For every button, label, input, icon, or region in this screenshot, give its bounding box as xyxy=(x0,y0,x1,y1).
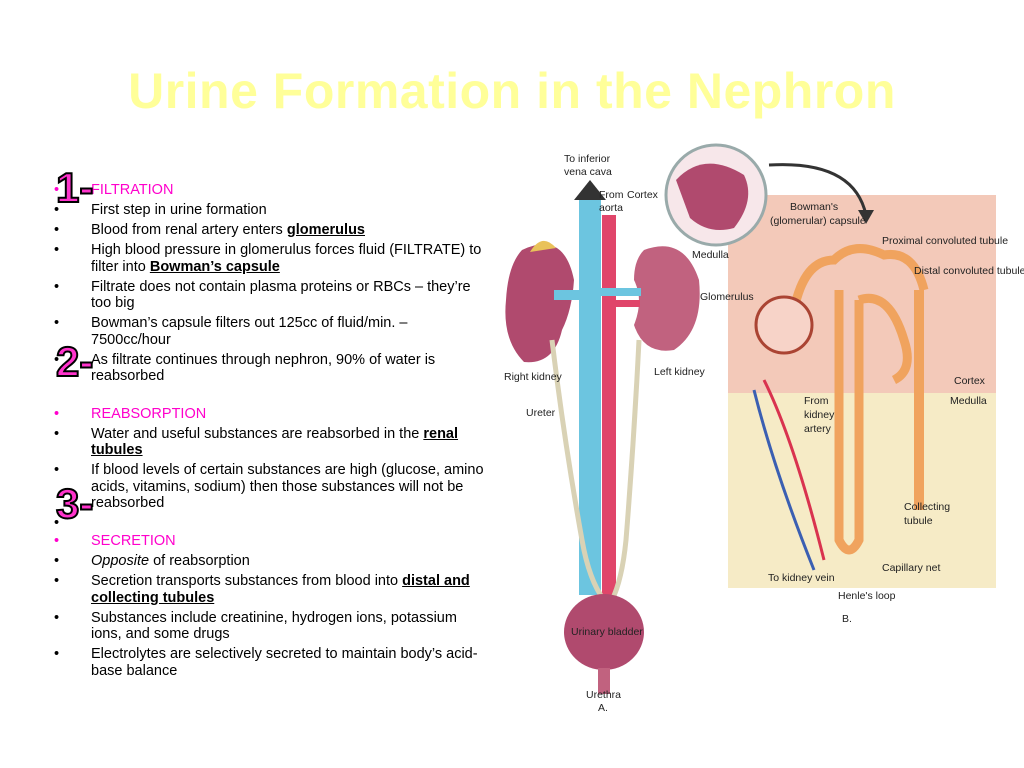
renal-vein-left xyxy=(601,288,641,296)
left-kidney xyxy=(634,246,700,351)
bullet-text: Blood from renal artery enters xyxy=(91,222,287,238)
distal-tubule xyxy=(857,294,912,385)
label-from-aorta-1: From xyxy=(599,189,624,201)
kidney-section xyxy=(676,163,749,231)
label-right-kidney: Right kidney xyxy=(504,371,563,383)
label-from-kidney-artery-2: kidney xyxy=(804,409,835,421)
renal-vein-right xyxy=(554,290,582,300)
marker-three: 3- xyxy=(55,479,94,528)
filtration-heading: FILTRATION xyxy=(48,182,488,199)
label-b: B. xyxy=(842,613,852,625)
term-glomerulus: glomerulus xyxy=(286,222,365,238)
label-pct: Proximal convoluted tubule xyxy=(882,235,1008,247)
aorta xyxy=(602,215,616,595)
capillary-net-blue xyxy=(752,389,816,571)
marker-one: 1- xyxy=(55,163,94,212)
slide-title: Urine Formation in the Nephron xyxy=(128,63,896,119)
term-renal-tubules: renal tubules xyxy=(91,425,459,459)
label-henles-loop: Henle's loop xyxy=(838,590,896,602)
label-capillary-net: Capillary net xyxy=(882,562,940,574)
right-kidney xyxy=(505,244,574,363)
bullet-item-empty xyxy=(48,515,488,532)
label-dct: Distal convoluted tubule xyxy=(914,265,1024,277)
proximal-tubule xyxy=(789,244,929,311)
label-glomerulus: Glomerulus xyxy=(700,291,754,303)
reabsorption-heading: REABSORPTION xyxy=(48,406,488,423)
vena-cava-arrow xyxy=(574,180,606,200)
urinary-bladder xyxy=(564,594,644,670)
label-a: A. xyxy=(598,702,608,714)
bullet-item: High blood pressure in glomerulus forces… xyxy=(48,242,488,275)
label-collecting-1: Collecting xyxy=(904,501,950,513)
bullet-text: Water and useful substances are reabsorb… xyxy=(91,425,424,442)
bullet-item: Bowman’s capsule filters out 125cc of fl… xyxy=(48,315,488,348)
bullet-item: Blood from renal artery enters glomerulu… xyxy=(48,222,488,239)
bullet-item: If blood levels of certain substances ar… xyxy=(48,462,488,512)
adrenal-right xyxy=(530,240,556,252)
label-from-kidney-artery-1: From xyxy=(804,395,829,407)
bullet-item: Filtrate does not contain plasma protein… xyxy=(48,279,488,312)
henles-loop xyxy=(834,290,864,555)
label-bowmans-1: Bowman's xyxy=(790,201,838,213)
term-bowmans-capsule: Bowman’s capsule xyxy=(149,258,280,275)
ureter-right xyxy=(549,339,607,602)
label-urinary-bladder: Urinary bladder xyxy=(571,626,643,638)
term-distal-collecting-tubules: distal and collecting tubules xyxy=(91,573,470,606)
bullet-item: Secretion transports substances from blo… xyxy=(48,573,488,606)
bullet-item: As filtrate continues through nephron, 9… xyxy=(48,352,488,385)
label-ureter: Ureter xyxy=(526,407,556,419)
label-urethra: Urethra xyxy=(586,689,621,701)
bullet-text: Secretion transports substances from blo… xyxy=(91,573,403,589)
label-medulla: Medulla xyxy=(950,395,987,407)
vena-cava xyxy=(579,195,601,595)
marker-two: 2- xyxy=(55,337,94,386)
urethra xyxy=(598,668,610,694)
label-to-kidney-vein: To kidney vein xyxy=(768,572,835,584)
bullet-item: Substances include creatinine, hydrogen … xyxy=(48,610,488,643)
term-opposite: Opposite xyxy=(91,553,150,569)
label-cortex: Cortex xyxy=(954,375,986,387)
label-from-kidney-artery-3: artery xyxy=(804,423,832,435)
secretion-heading: SECRETION xyxy=(48,533,488,550)
label-to-ivc-2: vena cava xyxy=(564,166,612,178)
label-from-aorta-2: aorta xyxy=(599,202,623,214)
ureter-left xyxy=(609,339,642,602)
bullet-text: High blood pressure in glomerulus forces… xyxy=(91,242,482,275)
label-left-kidney: Left kidney xyxy=(654,366,706,378)
renal-artery-left xyxy=(614,300,640,307)
bullet-item: Electrolytes are selectively secreted to… xyxy=(48,646,488,679)
capillary-net-red xyxy=(762,379,826,561)
zoom-arrow xyxy=(768,163,868,216)
bullet-item: First step in urine formation xyxy=(48,202,488,219)
label-collecting-2: tubule xyxy=(904,515,933,527)
bullet-list: FILTRATION First step in urine formation… xyxy=(48,182,488,683)
urinary-system-diagram: To inferior vena cava From aorta Cortex … xyxy=(504,143,1024,714)
bullet-item: Opposite of reabsorption xyxy=(48,553,488,570)
glomerulus xyxy=(754,295,814,355)
label-medulla-small: Medulla xyxy=(692,249,729,261)
label-to-ivc-1: To inferior xyxy=(564,153,611,165)
bullet-text: of reabsorption xyxy=(149,553,250,569)
label-cortex-small: Cortex xyxy=(627,189,659,201)
bullet-item: Water and useful substances are reabsorb… xyxy=(48,426,488,459)
label-bowmans-2: (glomerular) capsule xyxy=(770,215,866,227)
zoom-arrow-head xyxy=(858,210,874,224)
